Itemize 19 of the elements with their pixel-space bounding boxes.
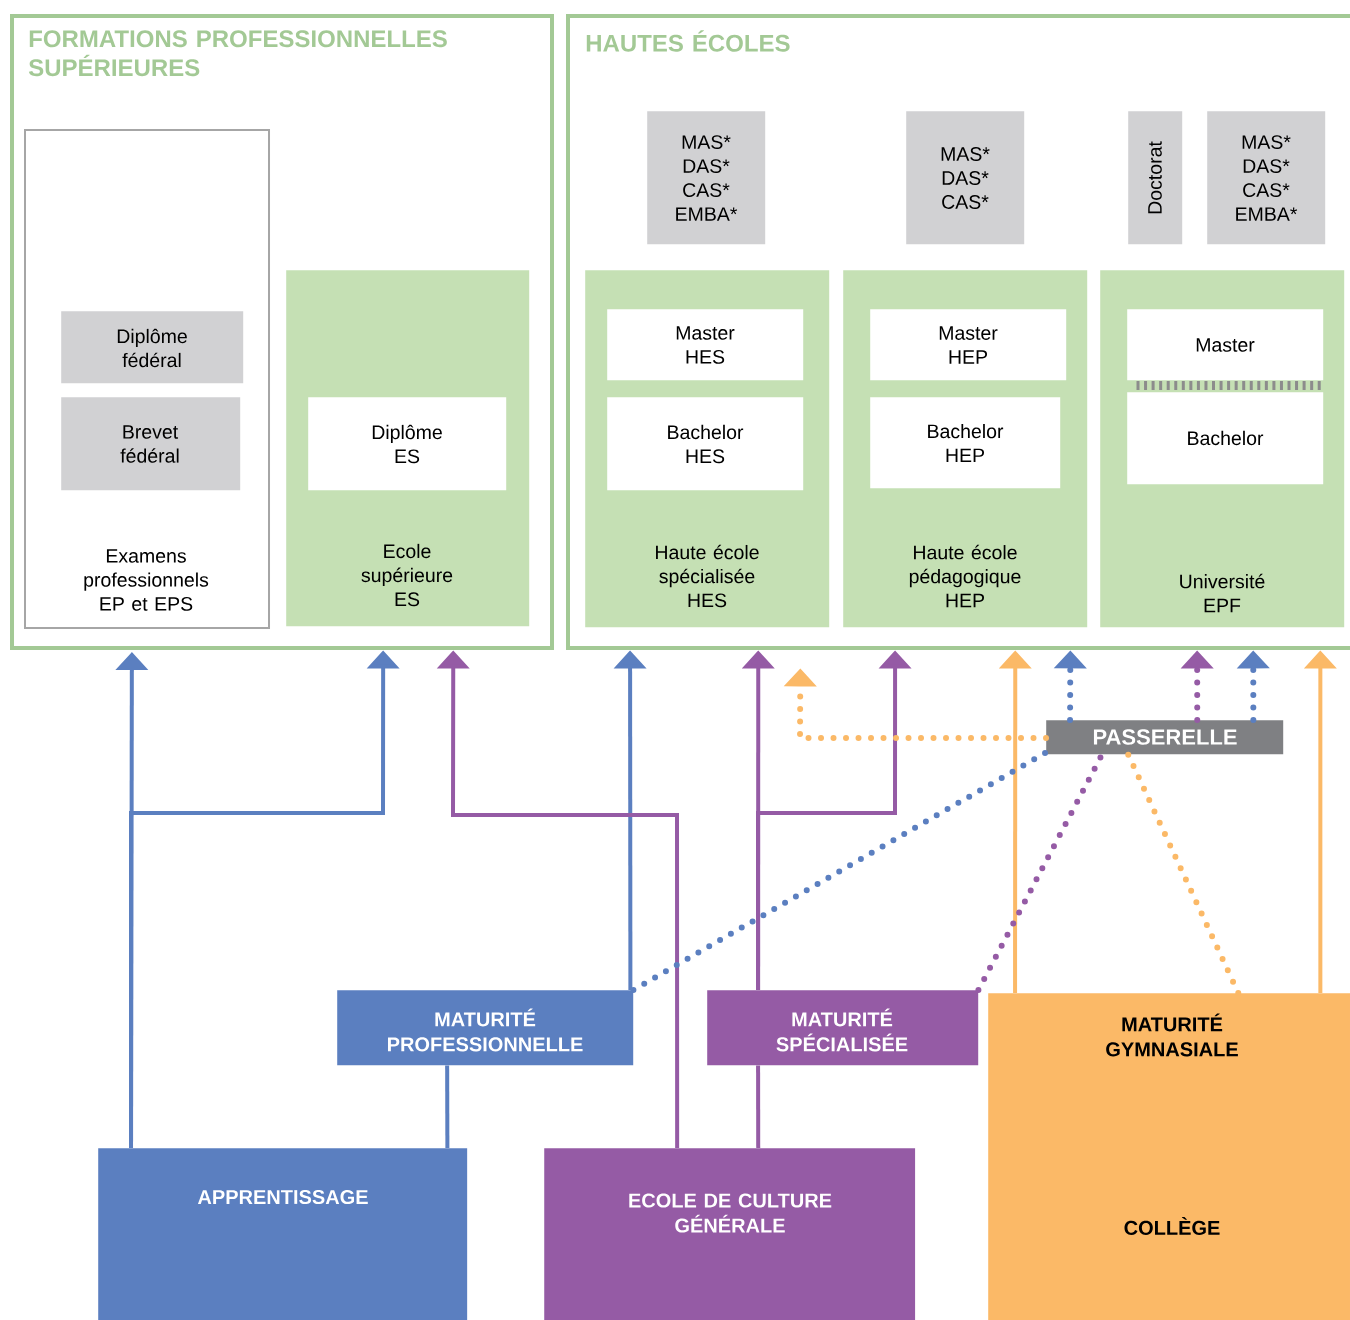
- school-box: MATURITÉ GYMNASIALE COLLÈGE: [988, 993, 1350, 1320]
- school-box: ECOLE DE CULTURE GÉNÉRALE: [544, 1148, 916, 1320]
- degree-box: Master HES: [607, 309, 804, 381]
- diploma-box: Diplôme ES: [308, 397, 507, 491]
- degree-box: Bachelor: [1127, 392, 1324, 485]
- degree-box: MAS* DAS* CAS* EMBA*: [1207, 111, 1326, 245]
- degree-box: Bachelor HEP: [870, 397, 1061, 489]
- maturity-box: MATURITÉ PROFESSIONNELLE: [337, 990, 634, 1066]
- degree-box: Bachelor HES: [607, 397, 804, 491]
- bridge-label-box: PASSERELLE: [1046, 720, 1284, 755]
- school-box: APPRENTISSAGE: [98, 1148, 468, 1320]
- degree-box: Master HEP: [870, 309, 1067, 381]
- diploma-box: Brevet fédéral: [61, 397, 241, 491]
- degree-box: MAS* DAS* CAS* EMBA*: [647, 111, 766, 245]
- degree-box: Doctorat: [1128, 111, 1183, 245]
- diploma-box: Diplôme fédéral: [61, 311, 244, 384]
- degree-box: MAS* DAS* CAS*: [906, 111, 1025, 245]
- degree-box: Master: [1127, 309, 1324, 381]
- maturity-box: MATURITÉ SPÉCIALISÉE: [707, 990, 979, 1066]
